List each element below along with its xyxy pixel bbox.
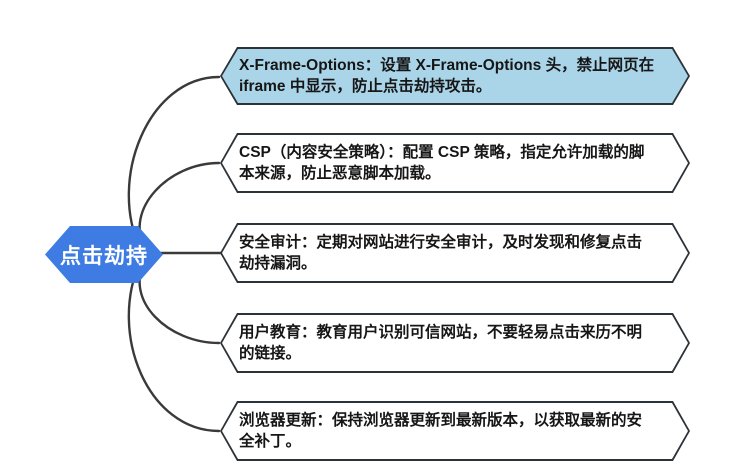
branch-csp-fill: [222, 135, 688, 191]
connector-root-to-branch-4: [138, 260, 221, 345]
branch-user-education: 用户教育：教育用户识别可信网站，不要轻易点击来历不明的链接。: [220, 313, 690, 373]
branch-browser-update-outline: [220, 401, 690, 461]
branch-csp-outline: [220, 133, 690, 193]
branch-user-education-fill: [222, 315, 688, 371]
connector-root-to-branch-1: [127, 75, 221, 250]
branch-csp: CSP（内容安全策略）：配置 CSP 策略，指定允许加载的脚本来源，防止恶意脚本…: [220, 133, 690, 193]
branch-browser-update-label: 浏览器更新：保持浏览器更新到最新版本，以获取最新的安全补丁。: [239, 412, 643, 450]
connector-root-to-branch-2: [138, 161, 221, 250]
branch-csp-label: CSP（内容安全策略）：配置 CSP 策略，指定允许加载的脚本来源，防止恶意脚本…: [239, 144, 645, 182]
branch-browser-update: 浏览器更新：保持浏览器更新到最新版本，以获取最新的安全补丁。: [220, 401, 690, 461]
branch-x-frame-options: X-Frame-Options：设置 X-Frame-Options 头，禁止网…: [220, 47, 690, 105]
branch-x-frame-options-fill: [222, 49, 688, 103]
root-node-label: 点击劫持: [60, 244, 148, 268]
branch-x-frame-options-label: X-Frame-Options：设置 X-Frame-Options 头，禁止网…: [239, 57, 655, 95]
connector-root-to-branch-5: [127, 260, 221, 433]
branch-security-audit-fill: [222, 225, 688, 281]
root-node-clickjacking: 点击劫持: [45, 226, 163, 283]
branch-user-education-label: 用户教育：教育用户识别可信网站，不要轻易点击来历不明的链接。: [239, 324, 643, 362]
branch-security-audit: 安全审计：定期对网站进行安全审计，及时发现和修复点击劫持漏洞。: [220, 223, 690, 283]
branch-security-audit-outline: [220, 223, 690, 283]
branch-user-education-outline: [220, 313, 690, 373]
branch-browser-update-fill: [222, 403, 688, 459]
branch-security-audit-label: 安全审计：定期对网站进行安全审计，及时发现和修复点击劫持漏洞。: [239, 234, 643, 272]
branch-x-frame-options-outline: [220, 47, 690, 105]
